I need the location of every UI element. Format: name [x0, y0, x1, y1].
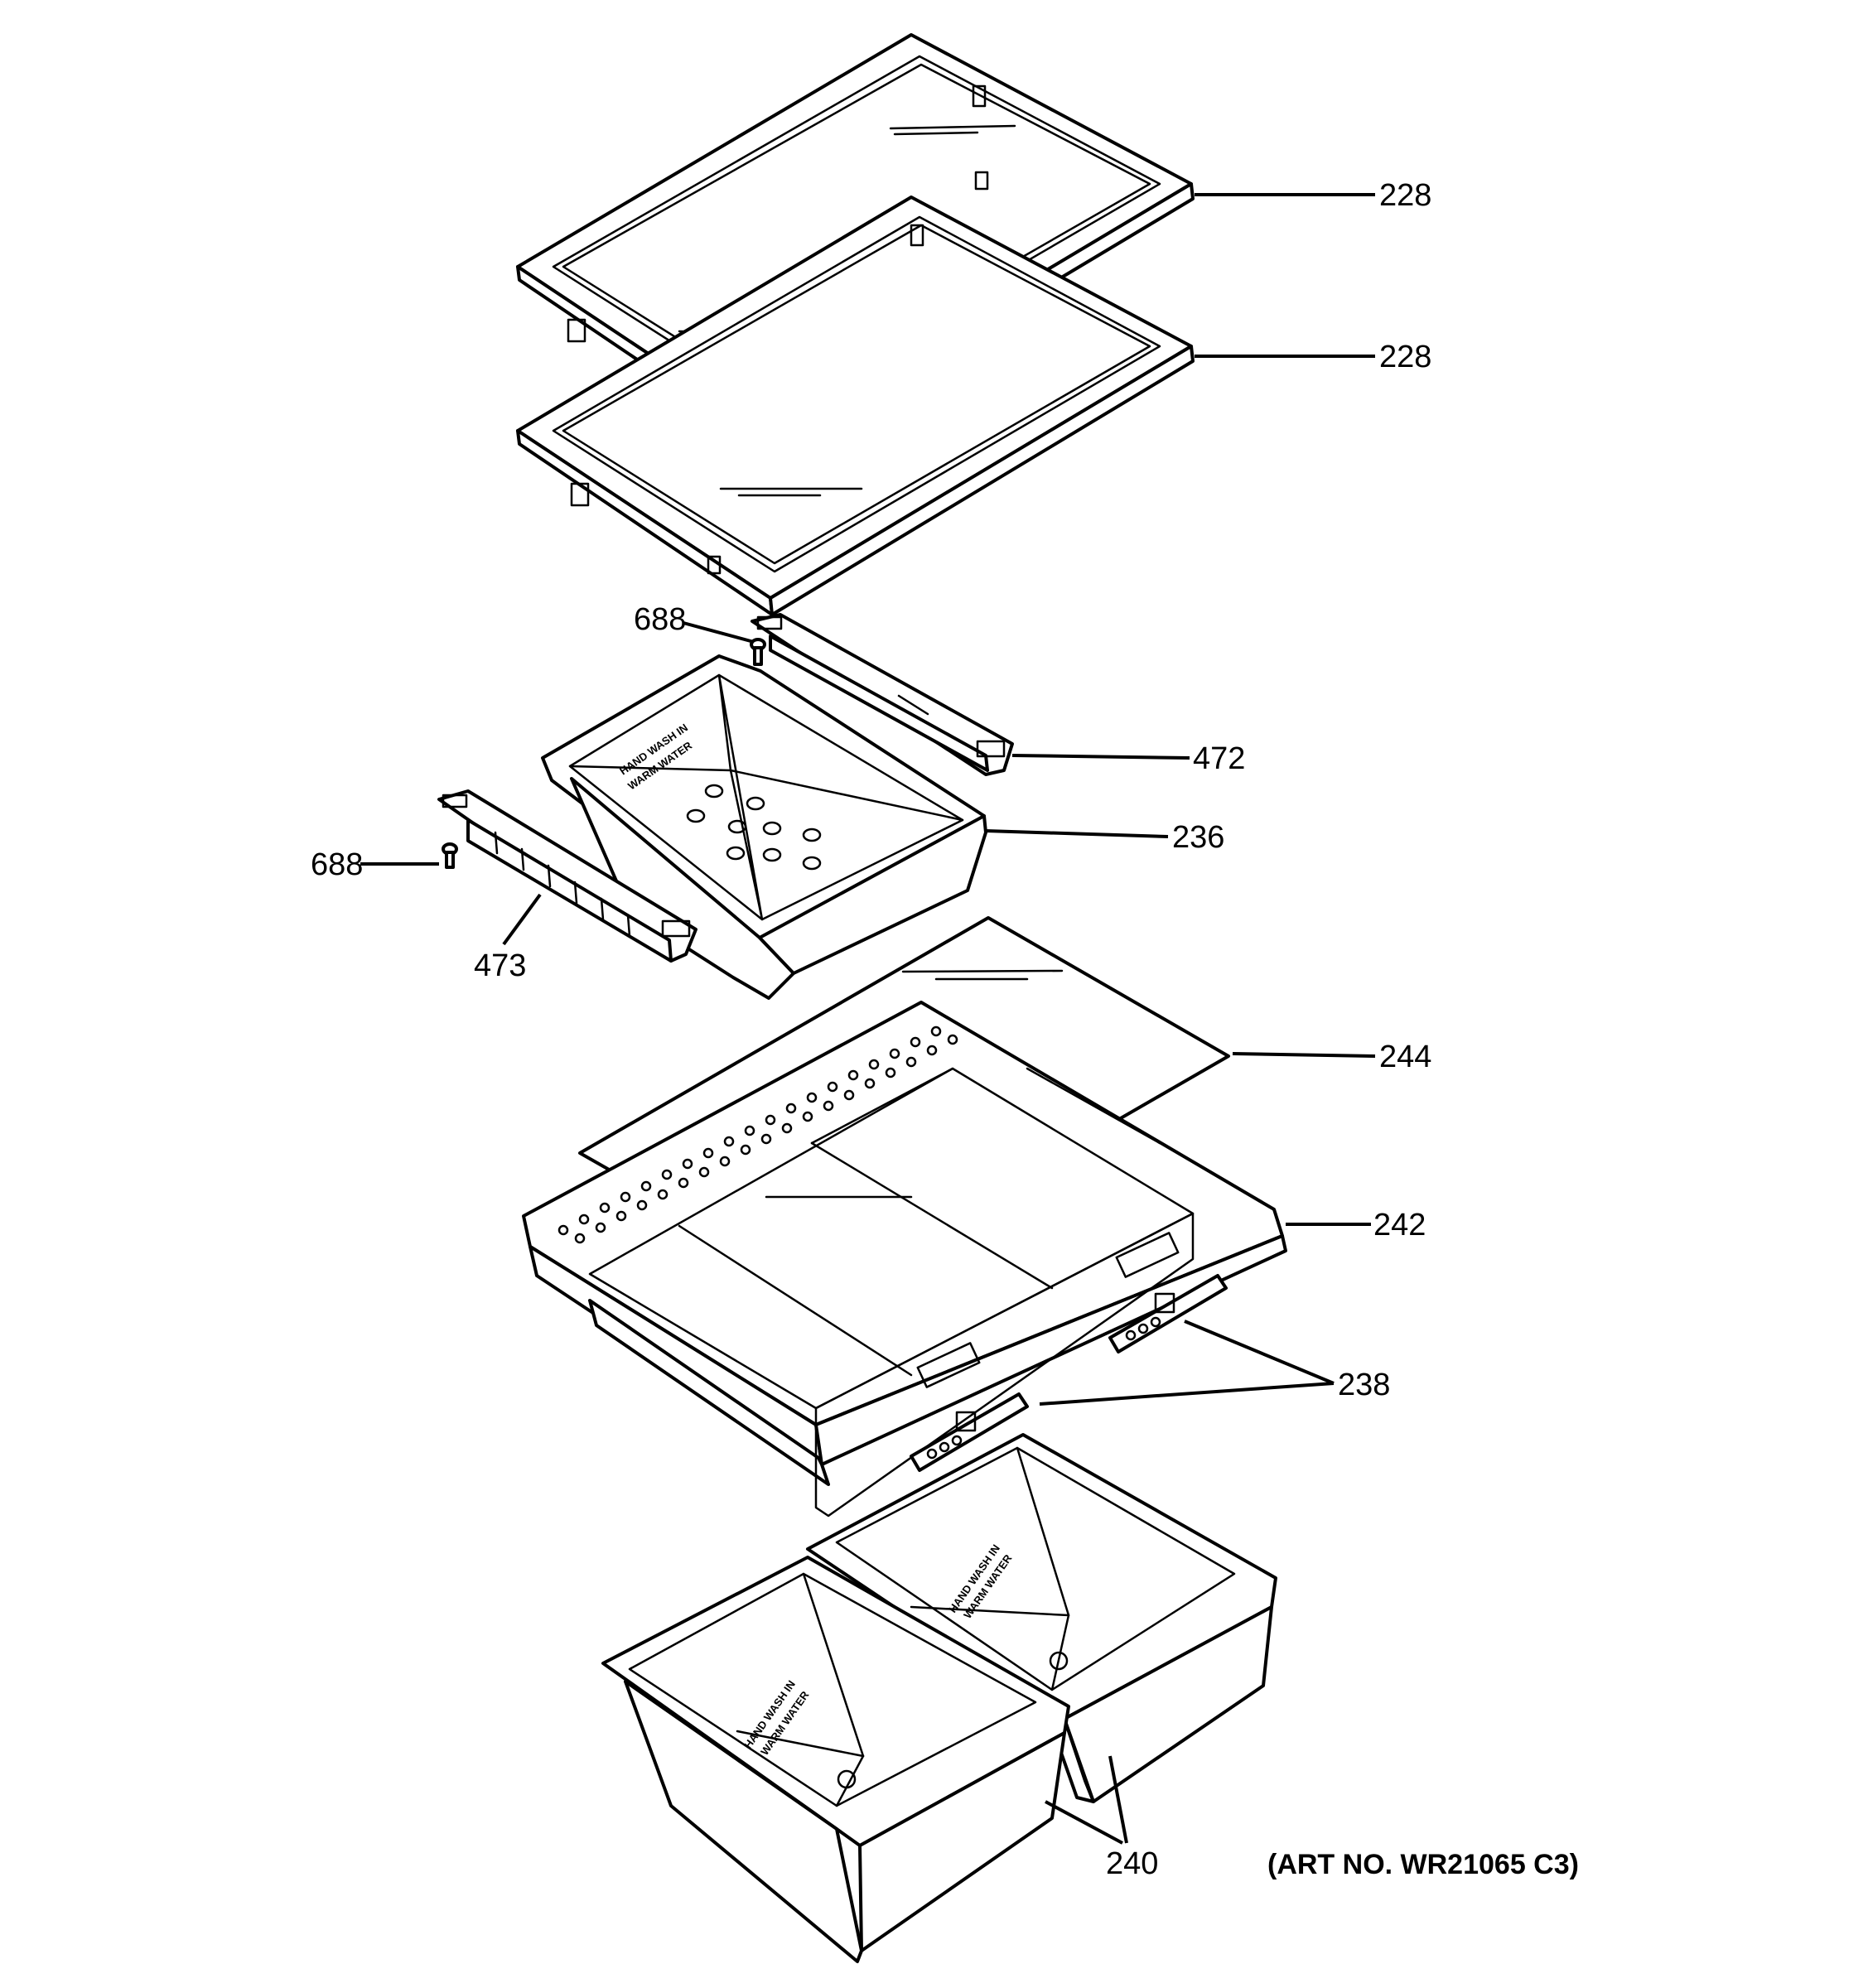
leader-lines [360, 193, 1376, 1845]
art-number: (ART NO. WR21065 C3) [1267, 1849, 1579, 1880]
callout-688-upper: 688 [634, 602, 686, 637]
callout-473: 473 [474, 948, 526, 983]
slide-rail-472 [751, 613, 1014, 776]
callout-labels: 228 228 688 472 236 688 473 244 242 238 … [311, 178, 1431, 1881]
callout-244: 244 [1379, 1040, 1431, 1074]
callout-236: 236 [1172, 820, 1224, 855]
drawer-slide-238-right [1108, 1274, 1228, 1353]
shelf-228-lower [516, 195, 1195, 616]
drawer-slide-238-left [910, 1392, 1029, 1472]
crisper-drawer-240-front: HAND WASH IN WARM WATER [601, 1556, 1070, 1963]
callout-688-lower: 688 [311, 847, 363, 882]
screw-688-lower [442, 842, 458, 869]
crisper-drawer-240-rear: HAND WASH IN WARM WATER [806, 1433, 1277, 1803]
frame-vent-holes [558, 1025, 958, 1244]
callout-228-lower: 228 [1379, 340, 1431, 374]
callout-238: 238 [1338, 1368, 1390, 1402]
slide-rail-473 [437, 789, 697, 963]
callout-242: 242 [1373, 1208, 1426, 1242]
pan-236: HAND WASH IN WARM WATER [541, 654, 987, 1000]
screw-688-upper [750, 638, 766, 666]
callout-240: 240 [1106, 1846, 1158, 1881]
callout-472: 472 [1193, 741, 1245, 776]
callout-228-upper: 228 [1379, 178, 1431, 213]
